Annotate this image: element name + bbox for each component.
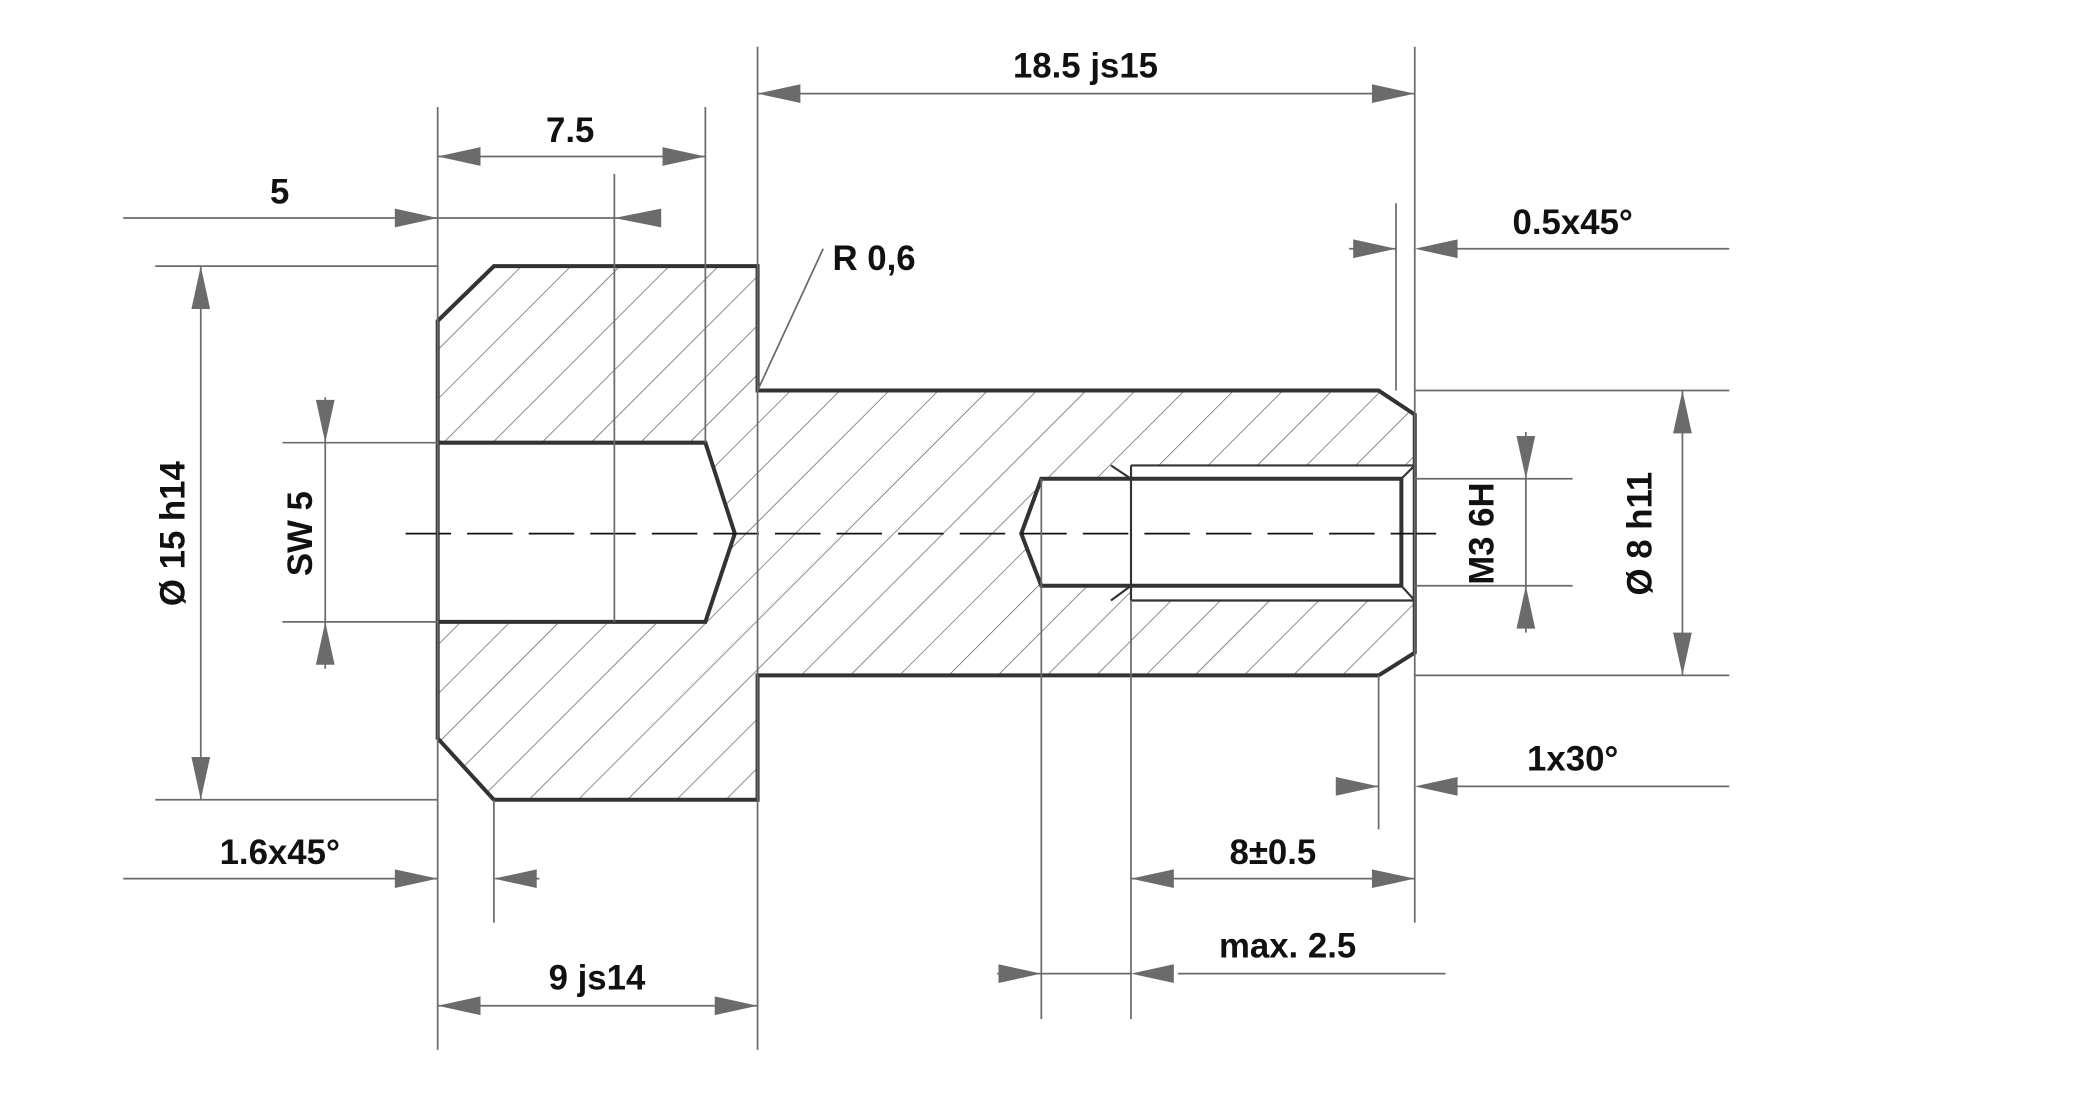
dimension-arrows	[191, 84, 1692, 1016]
dim-end-chamfer: 0.5x45°	[1513, 204, 1633, 242]
dim-socket-size: SW 5	[282, 491, 320, 576]
thread-major-lines	[1110, 464, 1416, 602]
dim-shaft-diameter: Ø 8 h11	[1622, 472, 1660, 596]
dim-socket-depth: 7.5	[546, 112, 594, 150]
dim-bore-chamfer: 1x30°	[1527, 740, 1618, 778]
hex-socket	[437, 440, 737, 624]
dim-fillet-radius: R 0,6	[833, 240, 916, 278]
dim-head-diameter: Ø 15 h14	[155, 461, 193, 607]
extension-lines	[123, 46, 1730, 1050]
dim-head-chamfer: 1.6x45°	[220, 834, 340, 872]
tapped-hole	[1019, 476, 1404, 588]
dim-thread-runout: max. 2.5	[1219, 928, 1356, 966]
dim-thread-length: 8±0.5	[1229, 834, 1316, 872]
dim-thread: M3 6H	[1464, 482, 1502, 584]
dim-key-depth: 5	[270, 173, 289, 211]
dim-head-length: 9 js14	[549, 960, 646, 998]
dim-overall-length: 18.5 js15	[1013, 48, 1158, 86]
